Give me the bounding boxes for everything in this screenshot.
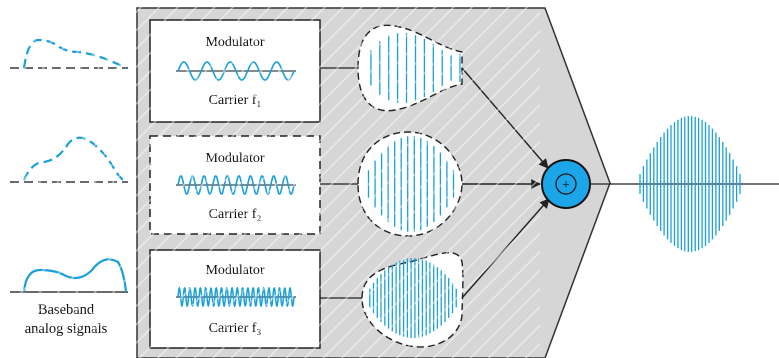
baseband-signal-3 (22, 258, 128, 293)
modulator-box-3: Modulator Carrier f₃ (149, 249, 321, 349)
baseband-label-line2: analog signals (25, 321, 108, 337)
modulated-signals (357, 24, 464, 348)
baseband-label-line1: Baseband (38, 302, 95, 318)
adder-plus-symbol: + (562, 178, 570, 193)
modulator-3-title: Modulator (205, 263, 264, 278)
modulator-2-title: Modulator (205, 151, 264, 166)
baseband-signal-1 (22, 38, 127, 69)
modulator-3-carrier-label: Carrier f₃ (209, 321, 262, 336)
modulator-1-carrier-label: Carrier f₁ (209, 93, 262, 108)
baseband-signal-2 (22, 136, 127, 183)
composite-output-signal (639, 116, 741, 252)
modulator-box-1: Modulator Carrier f₁ (149, 19, 321, 123)
modulator-1-title: Modulator (205, 35, 264, 50)
baseband-inputs: Baseband analog signals (10, 38, 128, 337)
modulator-2-carrier-label: Carrier f₂ (209, 207, 262, 222)
adder-inner-ring (555, 173, 577, 195)
modulator-box-2: Modulator Carrier f₂ (149, 135, 321, 235)
